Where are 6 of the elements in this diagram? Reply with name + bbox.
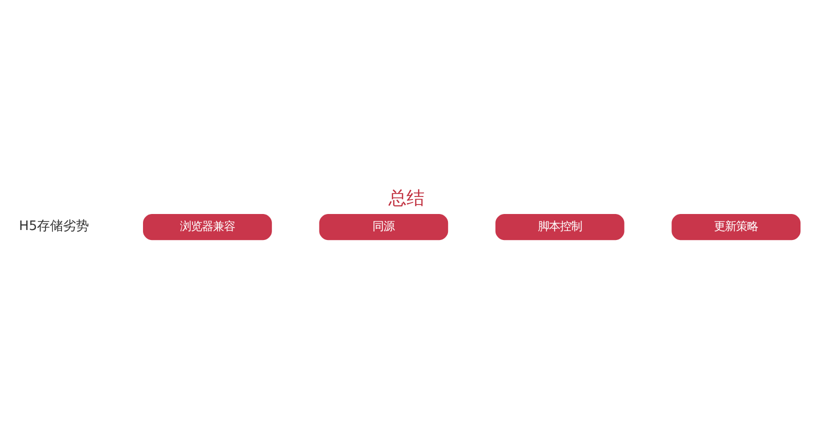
node-box: 更新策略 (672, 214, 801, 240)
node-box: 脚本控制 (495, 214, 624, 240)
node-box: 同源 (319, 214, 448, 240)
label: H5存储劣势 (19, 218, 90, 234)
diagram-title: 总结 (388, 187, 424, 208)
node-box: 浏览器兼容 (143, 214, 272, 240)
